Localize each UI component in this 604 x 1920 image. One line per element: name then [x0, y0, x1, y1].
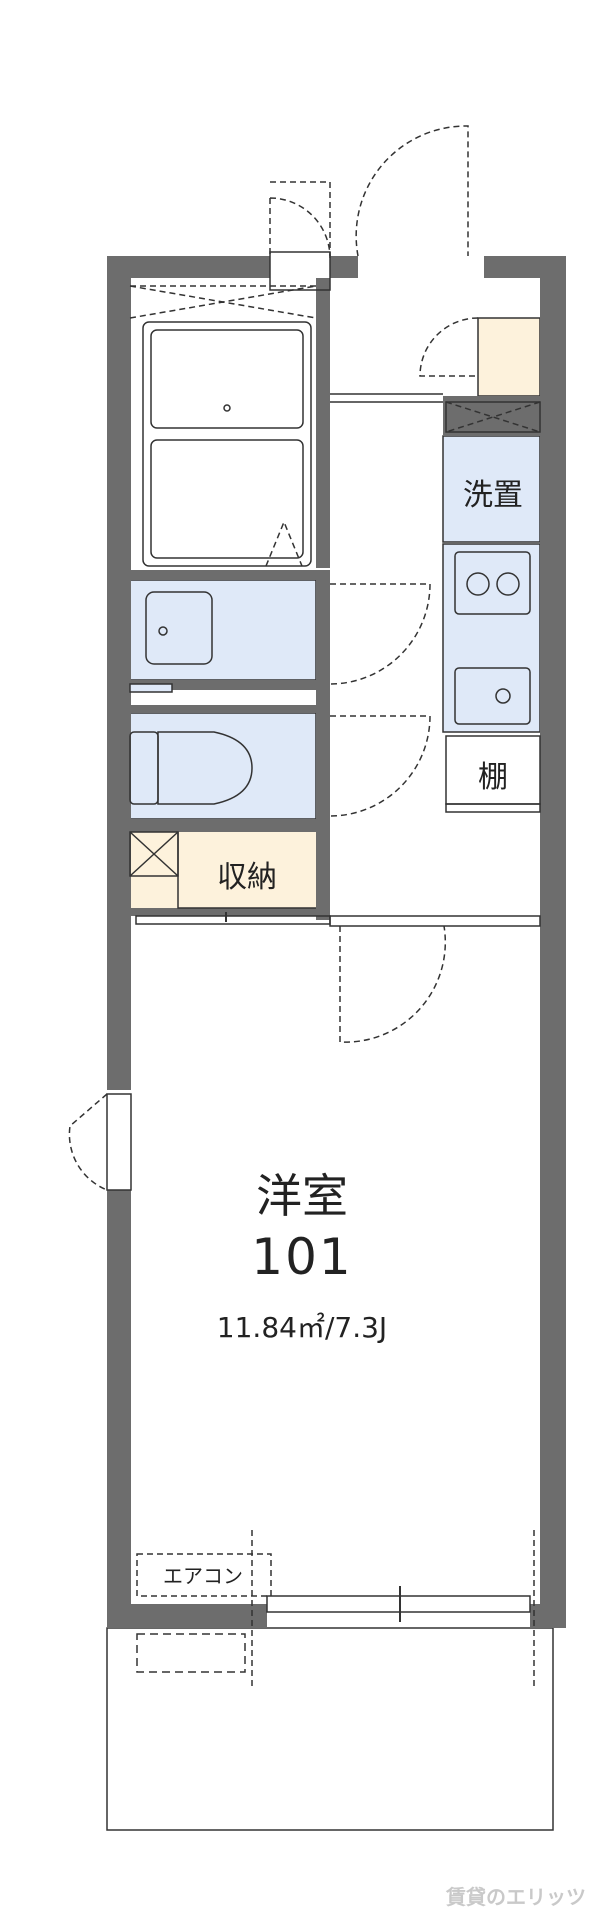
- fixture-fills: [129, 278, 541, 908]
- storage-label: 収納: [217, 860, 277, 895]
- walls: [107, 256, 566, 1628]
- room-area: 11.84㎡/7.3J: [216, 1311, 388, 1344]
- interior-lines: [129, 285, 541, 1622]
- brand-watermark: 賃貸のエリッツ: [446, 1885, 586, 1909]
- side-window: [106, 1093, 132, 1191]
- balcony: [106, 1627, 554, 1831]
- room-name: 洋室: [256, 1169, 348, 1223]
- doors: [68, 125, 479, 1191]
- aircon-unit: [136, 1553, 272, 1597]
- aircon-label: エアコン: [163, 1564, 243, 1588]
- laundry-label: 洗置: [463, 478, 523, 513]
- balcony-windows: [251, 1530, 535, 1690]
- room-number: 101: [251, 1228, 353, 1286]
- shelf-label: 棚: [478, 760, 508, 795]
